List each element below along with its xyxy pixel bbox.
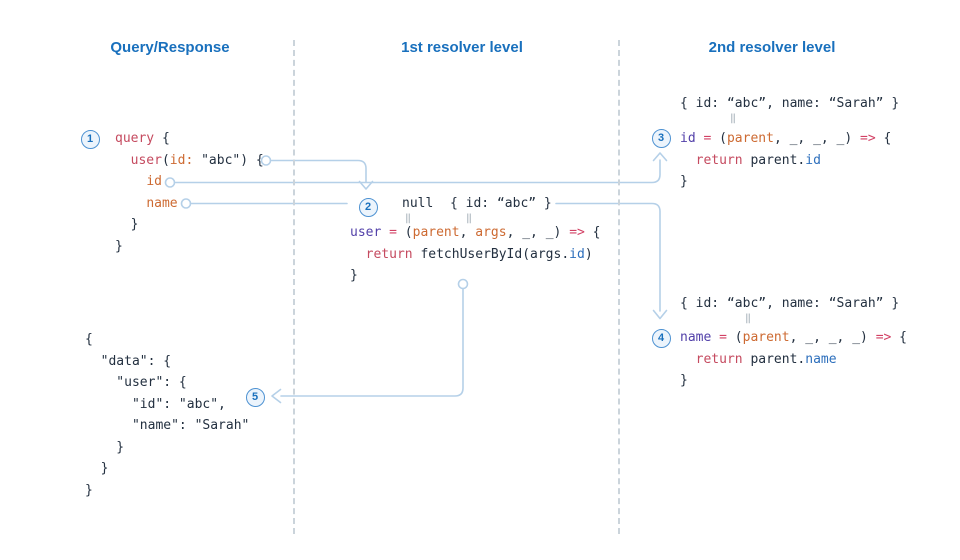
- response-line-name: "name": "Sarah": [85, 418, 250, 433]
- query-line-user-field: user(id: "abc") {: [130, 152, 264, 168]
- resolver2-name-code-block: name = (parent, _, _, _) => { return par…: [680, 327, 907, 392]
- response-line-open: {: [85, 332, 93, 347]
- step-badge-4: 4: [651, 328, 671, 348]
- arrowhead-down-resolver4: [652, 309, 668, 320]
- graphql-query-block: query { user(id: "abc") { id name } }: [115, 128, 264, 257]
- resolver1-code-block: user = (parent, args, _, _) => { return …: [350, 222, 601, 287]
- step-badge-3: 3: [651, 128, 671, 148]
- column-divider-left: [293, 40, 295, 534]
- resolver2-name-return-line: return parent.name: [695, 351, 837, 367]
- arrowhead-down-resolver2: [358, 180, 374, 190]
- resolver1-parent-value-label: null: [402, 196, 434, 211]
- connector-resolver1-to-response: [280, 287, 464, 397]
- resolver2-id-return-line: return parent.id: [695, 152, 821, 168]
- query-line-id-field: id: [146, 174, 162, 189]
- resolver2-name-close-line: }: [680, 373, 688, 388]
- resolver1-args-value-label: { id: “abc” }: [450, 196, 552, 211]
- step-badge-1: 1: [80, 129, 100, 149]
- response-line-id: "id": "abc",: [85, 396, 226, 412]
- arrowhead-up-resolver3: [652, 152, 668, 162]
- query-line-open: query {: [115, 131, 170, 146]
- ditto-mark-parent-null: ‖: [405, 213, 412, 224]
- step-badge-2: 2: [358, 197, 378, 217]
- ditto-mark-name-parent: ‖: [745, 313, 752, 324]
- resolver2-id-code-block: id = (parent, _, _, _) => { return paren…: [680, 128, 891, 193]
- ditto-mark-args-object: ‖: [466, 213, 473, 224]
- resolver1-return-line: return fetchUserById(args.id): [365, 246, 593, 262]
- resolver1-close-line: }: [350, 268, 358, 283]
- step-badge-5: 5: [245, 387, 265, 407]
- resolver2-name-signature-line: name = (parent, _, _, _) => {: [680, 330, 907, 345]
- arrowhead-left-response: [271, 388, 282, 404]
- column-header-2nd-resolver-level: 2nd resolver level: [708, 39, 836, 56]
- column-header-query-response: Query/Response: [110, 39, 230, 56]
- column-divider-right: [618, 40, 620, 534]
- query-line-close: }: [115, 238, 123, 254]
- response-json-block: { "data": { "user": { "id": "abc", "name…: [85, 329, 249, 501]
- resolver1-signature-line: user = (parent, args, _, _) => {: [350, 225, 601, 240]
- column-header-1st-resolver-level: 1st resolver level: [401, 39, 523, 56]
- response-line-close: }: [85, 482, 93, 498]
- connector-user-to-resolver2: [269, 159, 367, 183]
- resolver2-name-parent-value-label: { id: “abc”, name: “Sarah” }: [680, 296, 900, 311]
- response-line-close-user: }: [85, 439, 125, 455]
- query-line-name-field: name: [146, 195, 178, 211]
- resolver2-id-close-line: }: [680, 174, 688, 189]
- resolver2-id-parent-value-label: { id: “abc”, name: “Sarah” }: [680, 96, 900, 111]
- resolver2-id-signature-line: id = (parent, _, _, _) => {: [680, 131, 892, 146]
- response-line-user: "user": {: [85, 375, 187, 390]
- connector-name-to-resolver4: [555, 202, 661, 312]
- response-line-close-data: }: [85, 461, 109, 476]
- ditto-mark-id-parent: ‖: [730, 113, 737, 124]
- query-line-close-inner: }: [115, 217, 139, 232]
- response-line-data: "data": {: [85, 353, 172, 369]
- connector-id-to-resolver3: [173, 159, 661, 184]
